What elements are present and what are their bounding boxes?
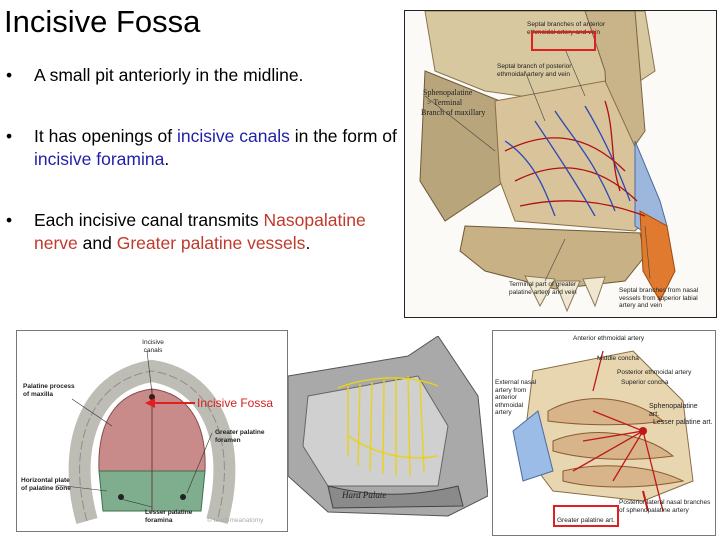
highlight-box-greater-palatine — [553, 505, 619, 527]
bullet-text: . — [305, 233, 311, 253]
nasal-septum-illustration — [405, 11, 716, 317]
bullet-item: • It has openings of incisive canals in … — [6, 125, 398, 171]
bullet-list: • A small pit anteriorly in the midline.… — [6, 64, 398, 293]
highlight-nasopalatine-nerve: Nasopalatine nerve — [34, 210, 366, 253]
label-greater-palatine: Greater palatine art. — [557, 517, 615, 524]
watermark-text: © teachmeanatomy — [207, 517, 264, 524]
incisive-fossa-label: Incisive Fossa — [197, 396, 274, 410]
bullet-item: • A small pit anteriorly in the midline. — [6, 64, 398, 87]
label-sphenopalatine: Sphenopalatine — [423, 88, 473, 97]
label-septal-nasal: Septal branches from nasal vessels from … — [619, 287, 699, 309]
label-horizontal-plate: Horizontal plate of palatine bone — [21, 477, 71, 492]
label-branch-maxillary: Branch of maxillary — [421, 108, 486, 117]
highlight-incisive-foramina: incisive foramina — [34, 149, 165, 169]
highlight-greater-palatine-vessels: Greater palatine vessels — [116, 233, 306, 253]
label-posterior-lateral: Posterior lateral nasal branches of sphe… — [619, 499, 711, 514]
bullet-text: Each incisive canal transmits — [34, 210, 264, 230]
nasal-septum-figure: Septal branches of anterior ethmoidal ar… — [404, 10, 717, 318]
bullet-symbol: • — [6, 126, 13, 146]
nasal-nerves-illustration — [288, 336, 488, 532]
label-external-nasal: External nasal artery from anterior ethm… — [495, 379, 537, 416]
label-lesser-palatine: Lesser palatine foramina — [145, 509, 193, 524]
label-palatine-process: Palatine process of maxilla — [23, 383, 75, 398]
nasal-nerves-figure: Hard Palate — [288, 336, 488, 532]
bullet-text: and — [77, 233, 117, 253]
label-septal-post-ethmoid: Septal branch of posterior ethmoidal art… — [497, 63, 572, 78]
label-hard-palate: Hard Palate — [342, 490, 387, 500]
label-middle-concha: Middle concha — [597, 355, 639, 362]
lateral-wall-illustration — [493, 331, 715, 535]
palate-figure: Incisive canals Palatine process of maxi… — [16, 330, 288, 532]
palate-illustration — [17, 331, 287, 531]
bullet-text: in the form of — [289, 126, 397, 146]
label-lesser-palatine: Lesser palatine art. — [653, 419, 713, 426]
label-superior-concha: Superior concha — [621, 379, 669, 386]
bullet-text: It has openings of — [34, 126, 178, 146]
label-terminal: > Terminal — [427, 98, 463, 107]
label-sphenopalatine: Sphenopalatine art. — [649, 403, 698, 418]
bullet-item: • Each incisive canal transmits Nasopala… — [6, 209, 398, 255]
label-incisive-canals: Incisive canals — [142, 339, 164, 354]
lateral-wall-figure: Anterior ethmoidal artery Middle concha … — [492, 330, 716, 536]
slide-title: Incisive Fossa — [4, 4, 201, 39]
label-anterior-ethmoidal: Anterior ethmoidal artery — [573, 335, 645, 342]
bullet-symbol: • — [6, 210, 13, 230]
bullet-text: . — [164, 149, 170, 169]
highlight-incisive-canals: incisive canals — [177, 126, 290, 146]
label-posterior-ethmoidal: Posterior ethmoidal artery — [617, 369, 692, 376]
bullet-text: A small pit anteriorly in the midline. — [34, 65, 304, 85]
highlight-box-ethmoid — [531, 31, 596, 51]
label-terminal-part: Terminal part of greater palatine artery… — [509, 281, 577, 296]
label-greater-palatine: Greater palatine foramen — [215, 429, 265, 444]
bullet-symbol: • — [6, 65, 13, 85]
